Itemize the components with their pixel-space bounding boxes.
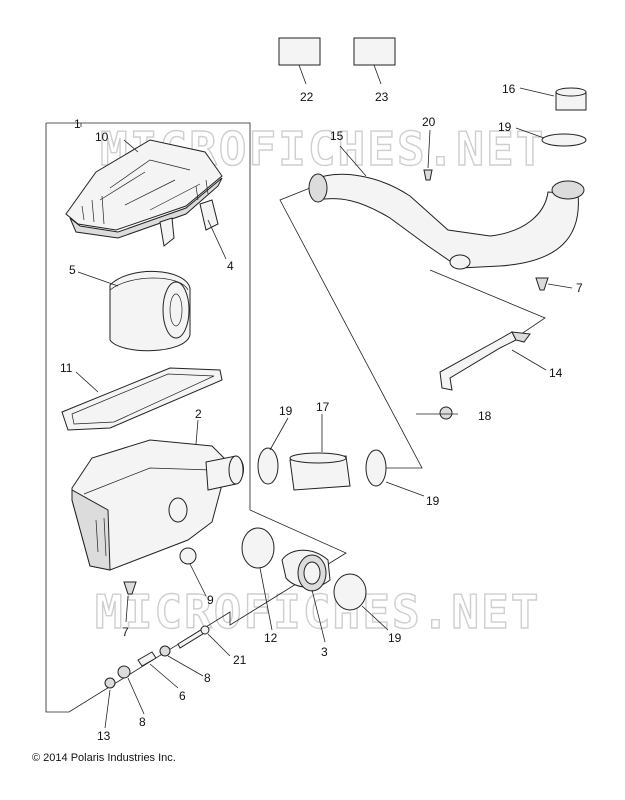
part-8-fitting-right [159,645,171,657]
callout-5: 5 [69,263,76,277]
part-21-bolt [177,625,210,649]
part-19-clamp-left [257,447,279,485]
part-4-clips [159,199,219,247]
callout-17: 17 [316,400,330,414]
callout-14: 14 [549,366,563,380]
callout-16: 16 [502,82,516,96]
pipe-group-boundary [279,187,423,469]
part-20-fastener [423,169,433,181]
callout-4: 4 [227,259,234,273]
callout-19-lower: 19 [388,631,402,645]
part-8-fitting-left [117,665,131,679]
assembly-boundary [45,122,347,713]
part-22-box [278,37,321,66]
part-2-airbox-base [71,439,244,571]
part-15-intake-duct [308,173,585,270]
callout-10: 10 [95,130,109,144]
part-13-nut [104,677,116,689]
callout-19-top: 19 [498,120,512,134]
part-23-box [353,37,396,66]
callout-23: 23 [375,90,389,104]
callout-19-right: 19 [426,494,440,508]
callout-11: 11 [60,361,73,375]
part-19-clamp-right [365,449,387,487]
callout-2: 2 [195,407,202,421]
part-14-hose [439,331,531,391]
callout-6: 6 [179,689,186,703]
callout-19-left: 19 [279,404,293,418]
leader-lines [75,87,573,729]
part-7-drain-lower [123,581,137,595]
part-6-fitting [137,651,157,667]
callout-22: 22 [300,90,314,104]
part-17-tube [289,452,351,491]
part-18-nut [439,406,453,420]
watermark-bottom: MICROFICHES.NET [95,585,540,639]
callout-21: 21 [233,653,247,667]
part-19-clamp-lower [333,573,367,611]
callout-8-right: 8 [204,671,211,685]
callout-9: 9 [207,593,214,607]
callout-13: 13 [97,729,111,743]
callout-12: 12 [264,631,278,645]
callout-7-upper: 7 [576,281,583,295]
callout-3: 3 [321,645,328,659]
callout-1: 1 [74,117,81,131]
part-16-sleeve [555,87,587,111]
callout-labels: 1 2 3 4 5 6 7 7 8 8 9 10 11 12 13 14 15 … [60,82,583,743]
part-7-drain-upper [535,277,549,291]
part-19-clamp-top [541,133,587,147]
part-5-air-filter [109,270,191,352]
copyright-notice: © 2014 Polaris Industries Inc. [32,752,176,764]
part-10-airbox-cover [65,139,223,239]
callout-18: 18 [478,409,492,423]
part-12-clamp [241,527,275,569]
callout-15: 15 [330,129,344,143]
part-9-plug [179,547,197,565]
part-3-coupler [281,549,331,592]
callout-8-left: 8 [139,715,146,729]
callout-7-lower: 7 [122,625,129,639]
part-11-gasket [61,367,223,431]
callout-20: 20 [422,115,436,129]
